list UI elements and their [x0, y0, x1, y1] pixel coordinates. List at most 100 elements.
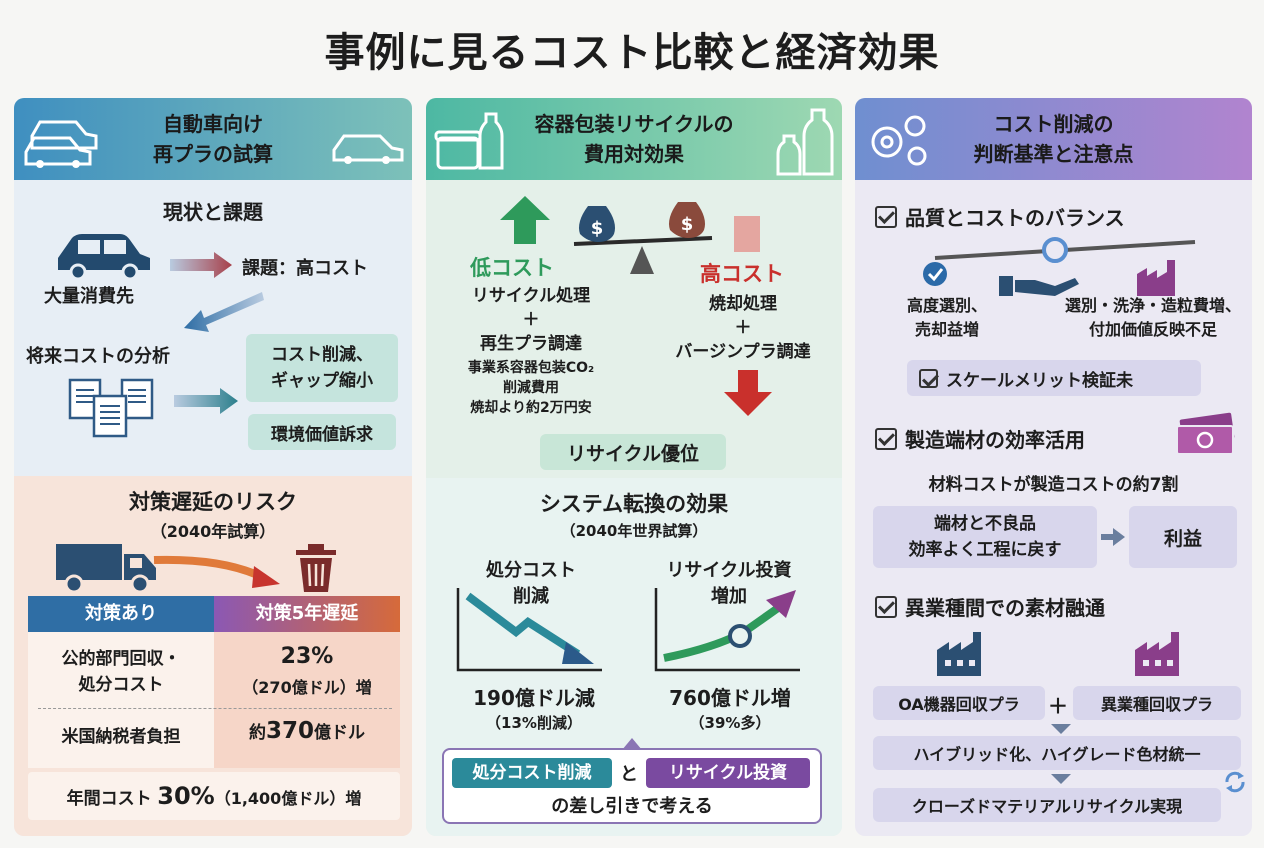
up-arrow-icon [500, 196, 550, 244]
conclusion-pointer [622, 738, 642, 750]
row2-value: 370 [265, 718, 314, 744]
section-title-text: 品質とコストのバランス [905, 206, 1125, 230]
checkbox-icon [919, 368, 938, 388]
note-text: スケールメリット検証未 [946, 370, 1133, 391]
advantage-badge: リサイクル優位 [540, 434, 726, 470]
annual-cost-box [28, 772, 400, 820]
disposal-value: 190億ドル減 [473, 686, 595, 710]
other-industry-box: 異業種回収プラ [1073, 686, 1241, 720]
row-label-line: 処分コスト [78, 675, 164, 695]
detail-line: リサイクル処理 [471, 286, 591, 306]
annual-cost-text: 年間コスト 30%（1,400億ドル）増 [28, 782, 400, 810]
money-icon [1176, 412, 1235, 455]
label-line: リサイクル投資 [666, 560, 792, 581]
issue-label: 課題：高コスト [242, 258, 368, 279]
row-label-line: 公的部門回収・ [61, 649, 181, 669]
investment-value: 760億ドル増 [669, 686, 791, 710]
label-line: 処分コスト [486, 560, 576, 581]
disposal-sub: （13%削減） [486, 714, 582, 732]
detail-line: バージンプラ調達 [675, 342, 811, 362]
row2-label: 米国納税者負担 [61, 727, 181, 747]
car-silhouette-icon [58, 234, 150, 281]
annual-value: 30% [157, 782, 215, 810]
down-arrow-icon [734, 216, 760, 252]
label-line: 削減 [513, 586, 549, 607]
high-cost-detail: 焼却処理 ＋ バージンプラ調達 [648, 292, 838, 364]
down-pointer-icon [1051, 774, 1071, 784]
balance-hand-icon [923, 237, 1196, 296]
trash-can-icon [296, 544, 336, 592]
checkbox-icon [875, 206, 897, 228]
detail-line: 再生プラ調達 [480, 334, 582, 354]
checkbox-icon [875, 428, 897, 450]
mass-consumer-label: 大量消費先 [44, 286, 134, 307]
offcut-section-title: 製造端材の効率活用 [875, 424, 1085, 453]
arrow-right-icon [174, 388, 238, 414]
page-title: 事例に見るコスト比較と経済効果 [324, 30, 940, 76]
offcut-subtitle: 材料コストが製造コストの約7割 [928, 475, 1179, 495]
dollar-sign: $ [591, 218, 604, 239]
arrow-right-icon [1101, 528, 1125, 546]
balance-scale-icon: $ $ [573, 202, 713, 274]
box-line: 効率よく工程に戻す [908, 540, 1062, 560]
hybrid-box: ハイブリッド化、ハイグレード色材統一 [873, 736, 1241, 770]
text-line: 選別・洗浄・造粒費増、 [1064, 296, 1241, 315]
row1-value: 23% [280, 644, 334, 669]
panel-container-recycling: 容器包装リサイクルの 費用対効果 $ $ 低コスト 高コスト リサイクル処理 ＋… [426, 98, 842, 836]
annual-prefix: 年間コスト [66, 789, 152, 809]
investment-sub: （39%多） [689, 714, 771, 732]
factory-icon [1135, 632, 1179, 676]
row2-value-group: 約370億ドル [214, 718, 400, 744]
arrow-down-left-icon [184, 292, 264, 332]
curved-arrow-icon [153, 555, 280, 588]
header-line: 容器包装リサイクルの [534, 112, 734, 136]
investment-label: リサイクル投資 増加 [644, 558, 814, 610]
detail-plus: ＋ [522, 310, 540, 330]
and-label: と [620, 764, 638, 785]
scale-merit-note: スケールメリット検証未 [907, 360, 1201, 396]
panel-header: コスト削減の 判断基準と注意点 [855, 98, 1252, 180]
annual-suffix: （1,400億ドル）増 [214, 789, 362, 808]
status-title: 現状と課題 [163, 200, 263, 224]
documents-icon [68, 378, 154, 438]
low-cost-label: 低コスト [470, 256, 554, 280]
panel-header: 容器包装リサイクルの 費用対効果 [426, 98, 842, 180]
checkbox-icon [875, 596, 897, 618]
panel-header: 自動車向け 再プラの試算 [14, 98, 412, 180]
future-analysis-label: 将来コストの分析 [26, 346, 170, 367]
investment-tag: リサイクル投資 [646, 758, 810, 788]
table-head-left: 対策あり [28, 596, 214, 632]
closed-recycling-box: クローズドマテリアルリサイクル実現 [873, 788, 1221, 822]
container-bottle-icon [434, 112, 504, 170]
header-line: 再プラの試算 [153, 142, 273, 166]
header-line: コスト削減の [993, 112, 1114, 136]
text-line: 付加価値反映不足 [1088, 320, 1217, 339]
gears-icon [871, 115, 927, 166]
oa-plastic-box: OA機器回収プラ [873, 686, 1045, 720]
table-body-left [28, 632, 214, 768]
box-line: 端材と不良品 [934, 514, 1036, 534]
red-down-arrow-icon [724, 370, 772, 416]
increase-chart-icon [654, 588, 800, 672]
disposal-label: 処分コスト 削減 [456, 558, 606, 610]
note-line: 削減費用 [503, 380, 559, 396]
offcut-process-box: 端材と不良品 効率よく工程に戻す [873, 506, 1097, 568]
label-line: 増加 [711, 586, 747, 607]
down-pointer-icon [1051, 724, 1071, 734]
low-cost-detail: リサイクル処理 ＋ 再生プラ調達 [446, 284, 616, 356]
table-head-right: 対策5年遅延 [214, 596, 400, 632]
note-line: 事業系容器包装CO₂ [467, 360, 595, 376]
note-line: 焼却より約2万円安 [470, 400, 592, 416]
row2-prefix: 約 [248, 723, 266, 743]
row2-suffix: 億ドル [314, 723, 365, 743]
factory-icon [937, 632, 981, 676]
header-line: 判断基準と注意点 [973, 142, 1134, 166]
risk-title: 対策遅延のリスク [129, 490, 297, 514]
text-line: 売却益増 [914, 320, 979, 339]
panel-auto-recycled-plastic: 自動車向け 再プラの試算 現状と課題 大量消費先 課題：高コスト 将来コストの分… [14, 98, 412, 836]
panel-cost-criteria: コスト削減の 判断基準と注意点 品質とコストのバランス 高度選別、 売却益増 選… [855, 98, 1252, 836]
detail-line: 焼却処理 [709, 294, 777, 314]
garbage-truck-icon [56, 544, 156, 594]
header-line: 自動車向け [163, 112, 263, 136]
disposal-tag: 処分コスト削減 [452, 758, 612, 788]
